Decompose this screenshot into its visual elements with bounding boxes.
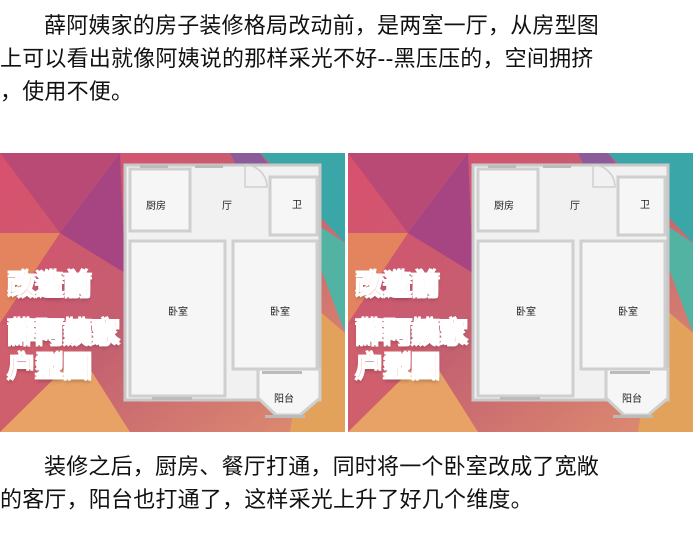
room-label-kitchen: 厨房 — [494, 201, 514, 212]
intro-line-1: 薛阿姨家的房子装修格局改动前，是两室一厅，从房型图 — [44, 14, 600, 39]
overlay-before-label: 改造前 — [8, 270, 92, 302]
intro-line-3: ，使用不便。 — [0, 80, 134, 105]
after-line-1: 装修之后，厨房、餐厅打通，同时将一个卧室改成了宽敞 — [44, 455, 600, 480]
room-label-bedroom-left: 卧室 — [168, 307, 188, 318]
room-label-hall: 厅 — [222, 201, 232, 212]
room-label-bath: 卫 — [292, 200, 302, 211]
room-label-hall: 厅 — [570, 201, 580, 212]
intro-line-2: 上可以看出就像阿姨说的那样采光不好--黑压压的，空间拥挤 — [0, 47, 594, 72]
overlay-floorplan-label: 户型图 — [356, 352, 440, 384]
floorplan-image-left: 厨房 厅 卫 卧室 卧室 阳台 改造前 薛阿姨家 户型图 — [0, 153, 345, 432]
overlay-floorplan-label: 户型图 — [8, 352, 92, 384]
room-label-bedroom-right: 卧室 — [270, 307, 290, 318]
overlay-before-label: 改造前 — [356, 270, 440, 302]
overlay-family-label: 薛阿姨家 — [356, 318, 468, 350]
overlay-family-label: 薛阿姨家 — [8, 318, 120, 350]
room-label-bedroom-left: 卧室 — [516, 307, 536, 318]
after-line-2: 的客厅，阳台也打通了，这样采光上升了好几个维度。 — [0, 488, 533, 513]
room-label-kitchen: 厨房 — [146, 201, 166, 212]
intro-paragraph: 薛阿姨家的房子装修格局改动前，是两室一厅，从房型图 上可以看出就像阿姨说的那样采… — [0, 10, 693, 109]
floorplan-image-right: 厨房 厅 卫 卧室 卧室 阳台 改造前 薛阿姨家 户型图 — [348, 153, 693, 432]
room-label-balcony: 阳台 — [274, 394, 294, 405]
room-label-balcony: 阳台 — [622, 394, 642, 405]
after-renovation-paragraph: 装修之后，厨房、餐厅打通，同时将一个卧室改成了宽敞 的客厅，阳台也打通了，这样采… — [0, 451, 693, 517]
floorplan-graphic-left — [0, 153, 345, 432]
floorplan-graphic-right — [348, 153, 693, 432]
room-label-bath: 卫 — [640, 200, 650, 211]
room-label-bedroom-right: 卧室 — [618, 307, 638, 318]
